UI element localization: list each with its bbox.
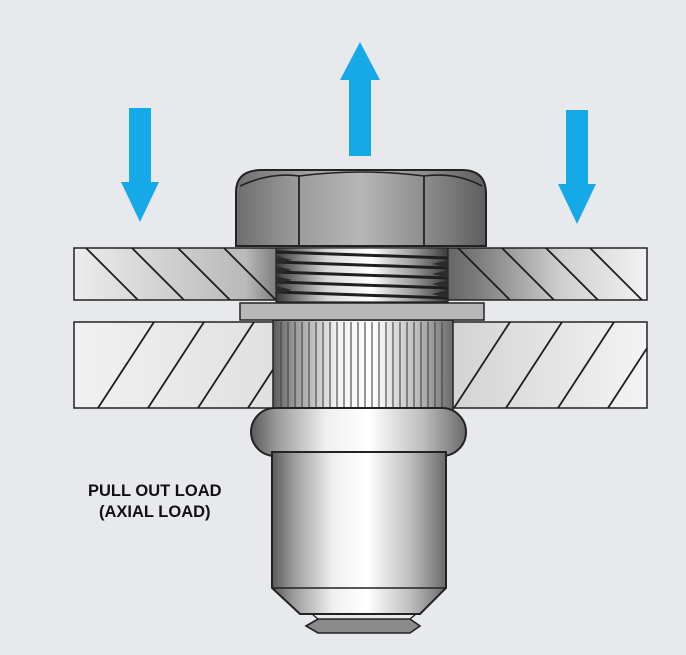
- caption-line-2: (AXIAL LOAD): [99, 503, 211, 521]
- pull-out-load-label: PULL OUT LOAD (AXIAL LOAD): [88, 481, 222, 523]
- bolt-threads: [275, 247, 449, 303]
- down-arrow-icon: [121, 108, 159, 222]
- caption-line-1: PULL OUT LOAD: [88, 482, 222, 500]
- rivet-nut-bulge: [250, 407, 467, 457]
- rivet-nut-shank: [272, 319, 454, 411]
- up-arrow-icon: [340, 42, 380, 156]
- hex-bolt-head: [235, 169, 487, 247]
- rivet-nut-flange: [239, 302, 485, 321]
- down-arrow-icon: [558, 110, 596, 224]
- rivet-nut-body: [271, 451, 447, 634]
